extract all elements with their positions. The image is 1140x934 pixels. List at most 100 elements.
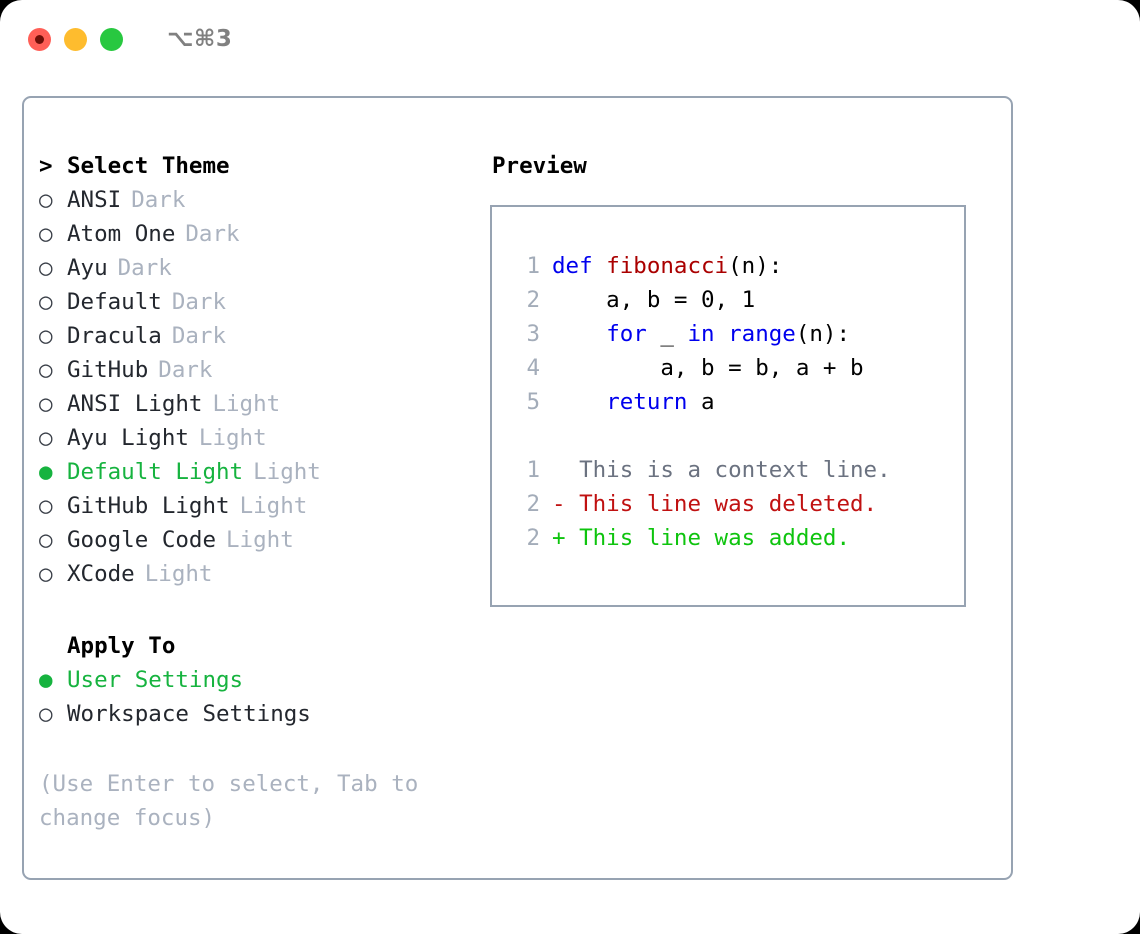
theme-option-ayu[interactable]: ○ Ayu Dark — [39, 251, 490, 285]
theme-option-tag: Dark — [158, 357, 213, 383]
radio-unselected-icon: ○ — [39, 561, 53, 587]
code-token-plain: (n): — [795, 321, 851, 347]
theme-option-tag: Dark — [117, 255, 172, 281]
theme-option-atom-one[interactable]: ○ Atom One Dark — [39, 217, 490, 251]
maximize-button[interactable] — [100, 27, 123, 51]
code-line: 5 return a — [506, 385, 964, 419]
theme-option-tag: Dark — [185, 221, 240, 247]
code-token-kw: range — [728, 321, 796, 347]
code-line-number: 2 — [526, 287, 540, 313]
code-token-kw: for — [606, 321, 647, 347]
theme-option-label: XCode — [67, 561, 135, 587]
code-token-kw: in — [687, 321, 715, 347]
radio-unselected-icon: ○ — [39, 391, 53, 417]
code-token-plain — [552, 389, 606, 415]
code-token-plain — [552, 321, 606, 347]
theme-option-label: Dracula — [67, 323, 162, 349]
theme-option-label: Atom One — [67, 221, 176, 247]
apply-to-list: ● User Settings ○ Workspace Settings — [39, 663, 490, 731]
apply-to-option-user-settings[interactable]: ● User Settings — [39, 663, 490, 697]
code-line-text: return a — [552, 385, 715, 419]
apply-to-option-label: User Settings — [67, 667, 244, 693]
radio-unselected-icon: ○ — [39, 221, 53, 247]
theme-option-tag: Light — [144, 561, 213, 587]
code-line-number: 1 — [526, 253, 540, 279]
theme-option-label: Default Light — [67, 459, 244, 485]
section-spacer — [39, 591, 490, 629]
diff-spacer — [506, 419, 964, 453]
code-line: 2 a, b = 0, 1 — [506, 283, 964, 317]
diff-sample: 1 This is a context line.2- This line wa… — [506, 453, 964, 555]
theme-option-label: GitHub Light — [67, 493, 230, 519]
code-line: 1 def fibonacci(n): — [506, 249, 964, 283]
diff-line-del: 2- This line was deleted. — [506, 487, 964, 521]
theme-option-label: Ayu — [67, 255, 108, 281]
code-line-text: a, b = b, a + b — [552, 351, 864, 385]
theme-option-label: Default — [67, 289, 162, 315]
window-controls — [28, 27, 123, 51]
code-token-plain: a, b = 0, 1 — [552, 287, 756, 313]
title-bar: ⌥⌘3 — [0, 0, 1140, 78]
minimize-button[interactable] — [64, 27, 87, 51]
theme-option-label: ANSI Light — [67, 391, 203, 417]
theme-option-tag: Light — [212, 391, 281, 417]
theme-option-tag: Dark — [171, 289, 227, 315]
radio-unselected-icon: ○ — [39, 255, 53, 281]
code-token-plain: (n): — [728, 253, 783, 279]
apply-to-option-workspace-settings[interactable]: ○ Workspace Settings — [39, 697, 490, 731]
code-token-kw: def — [552, 253, 607, 279]
code-line-number: 4 — [526, 355, 540, 381]
theme-option-ansi[interactable]: ○ ANSI Dark — [39, 183, 490, 217]
window-title-shortcut: ⌥⌘3 — [167, 26, 233, 52]
theme-option-label: Google Code — [67, 527, 217, 553]
diff-line-text: This is a context line. — [552, 457, 891, 483]
radio-unselected-icon: ○ — [39, 701, 53, 727]
theme-option-ayu-light[interactable]: ○ Ayu Light Light — [39, 421, 490, 455]
theme-option-xcode[interactable]: ○ XCode Light — [39, 557, 490, 591]
close-button[interactable] — [28, 27, 51, 51]
radio-unselected-icon: ○ — [39, 425, 53, 451]
code-line: 3 for _ in range(n): — [506, 317, 964, 351]
diff-line-text: + This line was added. — [552, 525, 851, 551]
theme-option-tag: Light — [226, 527, 294, 553]
diff-line-add: 2 + This line was added. — [506, 521, 964, 555]
radio-unselected-icon: ○ — [39, 357, 53, 383]
theme-option-label: Ayu Light — [67, 425, 189, 451]
theme-option-ansi-light[interactable]: ○ ANSI Light Light — [39, 387, 490, 421]
theme-option-tag: Dark — [131, 187, 186, 213]
code-line-text: def fibonacci(n): — [552, 249, 782, 283]
diff-line-number: 1 — [526, 457, 540, 483]
code-line-number: 3 — [526, 321, 540, 347]
diff-line-number: 2 — [526, 525, 540, 551]
code-token-plain: _ — [646, 321, 688, 347]
theme-option-tag: Light — [198, 425, 267, 451]
code-token-kw: return — [606, 389, 688, 415]
keyboard-hint: (Use Enter to select, Tab to change focu… — [39, 771, 432, 831]
preview-title: Preview — [492, 153, 587, 179]
theme-option-tag: Light — [253, 459, 321, 485]
code-line-text: a, b = 0, 1 — [552, 283, 755, 317]
radio-selected-icon: ● — [39, 667, 53, 693]
theme-option-label: ANSI — [67, 187, 122, 213]
code-token-fn: fibonacci — [606, 253, 729, 279]
code-token-plain: a, b = b, a + b — [552, 355, 864, 381]
theme-option-tag: Dark — [171, 323, 227, 349]
apply-to-option-label: Workspace Settings — [67, 701, 311, 727]
code-token-plain: a — [687, 389, 715, 415]
prompt-caret-icon: > — [39, 153, 53, 179]
radio-unselected-icon: ○ — [39, 187, 53, 213]
diff-line-ctx: 1 This is a context line. — [506, 453, 964, 487]
